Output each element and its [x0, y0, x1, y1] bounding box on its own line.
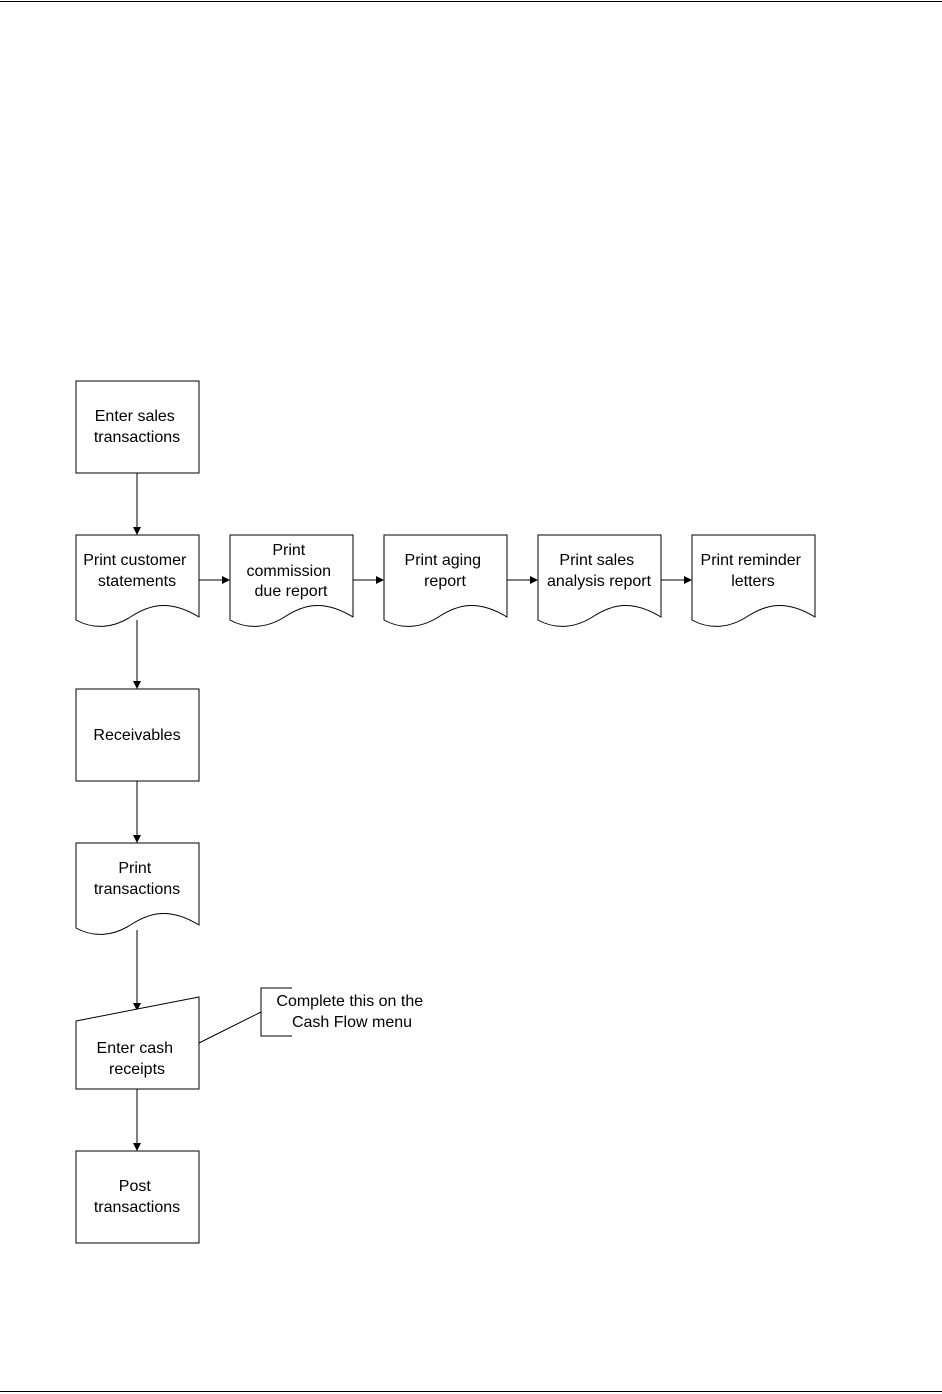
node-label: Print customer statements — [83, 552, 191, 590]
node-print-aging-report: Print aging report — [383, 534, 508, 627]
document-shape — [691, 534, 816, 627]
node-print-transactions: Print transactions — [75, 842, 200, 935]
annotation-leader-line — [198, 1011, 262, 1044]
arrowhead — [133, 681, 141, 689]
node-receivables: Receivables — [75, 688, 200, 782]
node-print-reminder-letters: Print reminder letters — [691, 534, 816, 627]
process-box — [75, 688, 200, 782]
connectors — [133, 473, 692, 1151]
document-shape — [537, 534, 662, 627]
process-box — [75, 1150, 200, 1244]
node-label: Print reminder letters — [701, 552, 806, 590]
top-rule — [0, 1, 942, 2]
annotation: Complete this on the Cash Flow menu — [260, 987, 427, 1037]
arrowhead — [133, 1003, 141, 1011]
arrowhead — [133, 1143, 141, 1151]
arrowhead — [222, 576, 230, 584]
arrowhead — [684, 576, 692, 584]
node-label: Post transactions — [94, 1178, 180, 1216]
document-shape — [75, 842, 200, 935]
process-box — [75, 380, 200, 474]
node-print-commission-due-report: Print commission due report — [229, 534, 354, 627]
document-shape — [229, 534, 354, 627]
node-label: Print sales analysis report — [547, 552, 652, 590]
node-enter-cash-receipts: Enter cash receipts — [75, 996, 200, 1090]
bottom-rule — [0, 1391, 942, 1392]
annotation-text: Complete this on the Cash Flow menu — [276, 993, 427, 1031]
node-print-sales-analysis-report: Print sales analysis report — [537, 534, 662, 627]
arrowhead — [133, 835, 141, 843]
arrowhead — [133, 527, 141, 535]
node-label: Enter cash receipts — [97, 1040, 178, 1078]
node-label: Print aging report — [405, 552, 486, 590]
node-label: Print commission due report — [247, 542, 336, 600]
node-print-customer-statements: Print customer statements — [75, 534, 200, 627]
annotation-bracket — [260, 987, 292, 1037]
document-shape — [75, 534, 200, 627]
node-label: Enter sales transactions — [94, 408, 180, 446]
arrowhead — [376, 576, 384, 584]
manual-input-shape — [75, 996, 200, 1090]
node-post-transactions: Post transactions — [75, 1150, 200, 1244]
node-label: Print transactions — [94, 860, 180, 898]
node-enter-sales-transactions: Enter sales transactions — [75, 380, 200, 474]
document-shape — [383, 534, 508, 627]
node-label: Receivables — [93, 727, 180, 744]
arrowhead — [530, 576, 538, 584]
